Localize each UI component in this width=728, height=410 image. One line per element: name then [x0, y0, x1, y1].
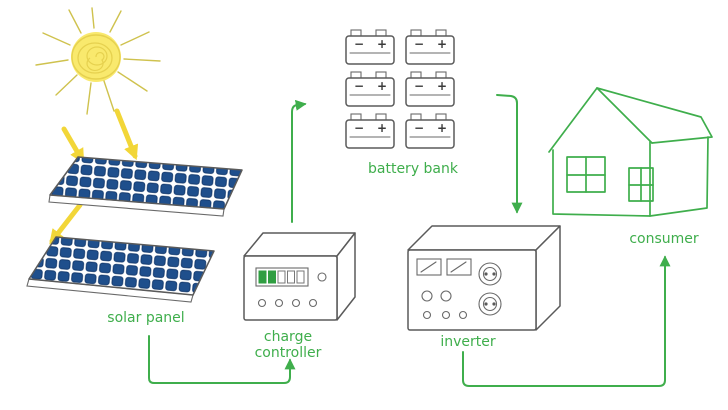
battery-minus-terminal: − [414, 79, 424, 93]
sunlight-arrow [61, 126, 85, 164]
controller-indicator-light [317, 272, 327, 282]
charge-controller-label-line2: controller [255, 345, 322, 361]
battery-minus-terminal: − [354, 79, 364, 93]
sunlight-arrow [114, 108, 139, 161]
led-indicator [255, 267, 309, 287]
consumer-label: consumer [629, 231, 699, 247]
battery: − + [345, 71, 395, 107]
battery-plus-terminal: + [437, 121, 447, 135]
battery: − + [405, 29, 455, 65]
inverter-outlet [478, 262, 502, 286]
battery: − + [405, 113, 455, 149]
flow-arrow-battery-to-inverter [496, 94, 523, 214]
sunlight-arrows [49, 108, 139, 245]
battery-bank: − + − + − + − + − + [345, 29, 455, 149]
battery-minus-terminal: − [354, 37, 364, 51]
consumer-house [548, 87, 713, 217]
house-front-window [566, 156, 606, 193]
flow-arrow-controller-to-battery [291, 99, 307, 223]
flow-arrow-inverter-to-consumer [462, 255, 671, 387]
battery-minus-terminal: − [414, 37, 424, 51]
solar-panel-top [48, 156, 243, 217]
flow-arrow-panel-to-controller [148, 335, 296, 384]
battery-plus-terminal: + [437, 37, 447, 51]
charge-controller-label-line1: charge [264, 329, 312, 345]
sunlight-arrow [49, 202, 83, 245]
battery: − + [345, 29, 395, 65]
house-side-window [628, 167, 654, 202]
inverter-knobs [421, 290, 468, 320]
flow-arrows [148, 94, 671, 387]
battery-plus-terminal: + [377, 79, 387, 93]
inverter-label: inverter [440, 334, 496, 350]
battery-plus-terminal: + [437, 79, 447, 93]
battery-minus-terminal: − [354, 121, 364, 135]
inverter-meter [416, 258, 442, 276]
charge-controller [243, 232, 356, 321]
solar-panel-bottom [26, 236, 215, 303]
sun-rays [35, 7, 161, 115]
sun-icon [71, 32, 121, 82]
solar-panel-label: solar panel [107, 310, 184, 326]
battery-plus-terminal: + [377, 121, 387, 135]
inverter-outlet [478, 292, 502, 316]
battery-bank-label: battery bank [368, 161, 459, 177]
battery-plus-terminal: + [377, 37, 387, 51]
inverter [407, 225, 561, 331]
controller-buttons [257, 298, 318, 308]
battery: − + [405, 71, 455, 107]
battery: − + [345, 113, 395, 149]
inverter-meter [446, 258, 472, 276]
battery-minus-terminal: − [414, 121, 424, 135]
